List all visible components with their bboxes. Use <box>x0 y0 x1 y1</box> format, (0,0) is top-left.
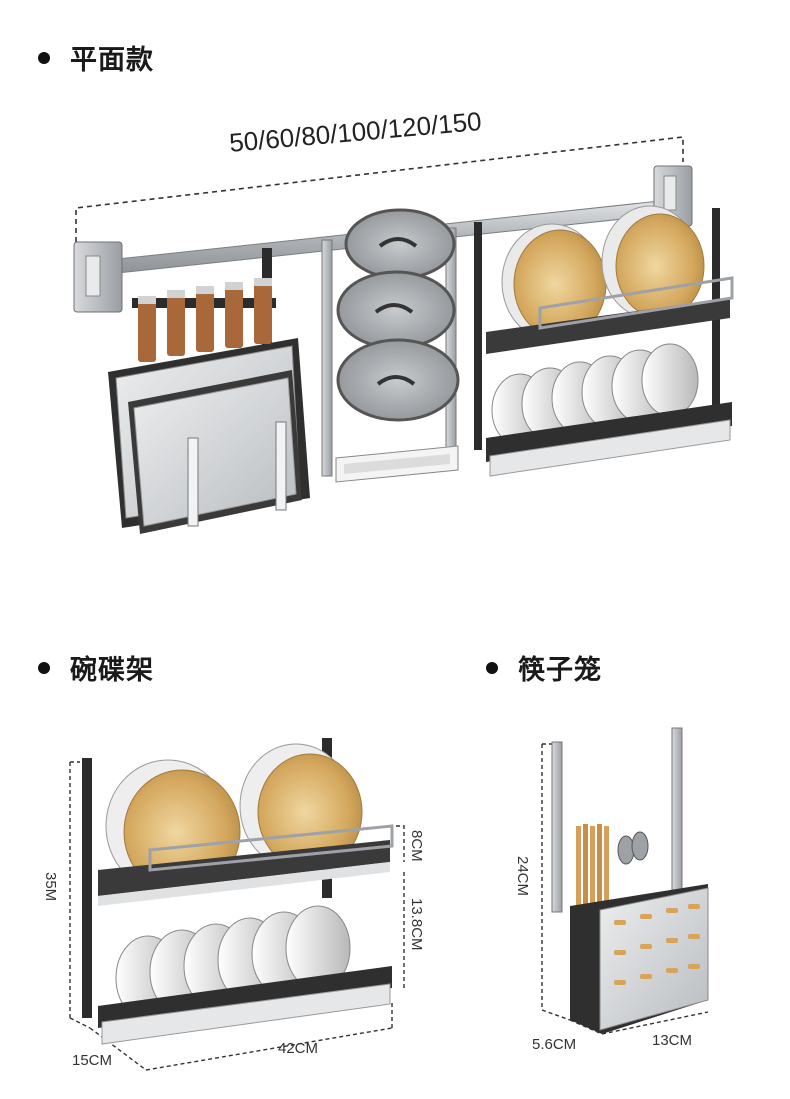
chopsticks <box>576 824 609 916</box>
bullet-icon <box>38 661 50 674</box>
heading-flat-text: 平面款 <box>70 45 154 76</box>
pot-lid-rack <box>321 208 460 483</box>
chopstick-cage-product <box>551 727 709 1034</box>
drain-slots <box>614 904 700 985</box>
chopstick-cage-width-label: 13CM <box>652 1032 693 1049</box>
heading-dish-rack: 碗碟架 <box>38 648 154 687</box>
dish-rack-depth-label: 15CM <box>72 1052 113 1069</box>
dish-rack-tier-gap-label: 13.8CM <box>408 898 425 951</box>
bullet-icon <box>38 51 50 64</box>
heading-flat: 平面款 <box>38 38 154 77</box>
bullet-icon <box>486 661 498 674</box>
heading-chopstick-cage: 筷子笼 <box>486 648 602 687</box>
dish-rack-product <box>82 738 394 1045</box>
dish-rack-top <box>474 205 734 477</box>
dish-rack-upper-gap-label: 8CM <box>408 830 425 862</box>
heading-chopstick-cage-text: 筷子笼 <box>518 655 602 686</box>
bowls-dish-rack <box>115 905 351 1021</box>
chopstick-cage-depth-label: 5.6CM <box>532 1036 577 1053</box>
width-dimension-line <box>75 136 684 242</box>
cutting-board-holder <box>108 248 310 534</box>
heading-dish-rack-text: 碗碟架 <box>70 655 154 686</box>
dish-rack-height-label: 35M <box>42 872 59 902</box>
knife-handles <box>138 278 272 362</box>
chopstick-cage-height-label: 24CM <box>514 856 531 897</box>
wall-bracket-left <box>73 241 123 313</box>
dish-rack-width-label: 42CM <box>278 1040 319 1057</box>
chopstick-cage-dimension-lines <box>541 743 709 1035</box>
